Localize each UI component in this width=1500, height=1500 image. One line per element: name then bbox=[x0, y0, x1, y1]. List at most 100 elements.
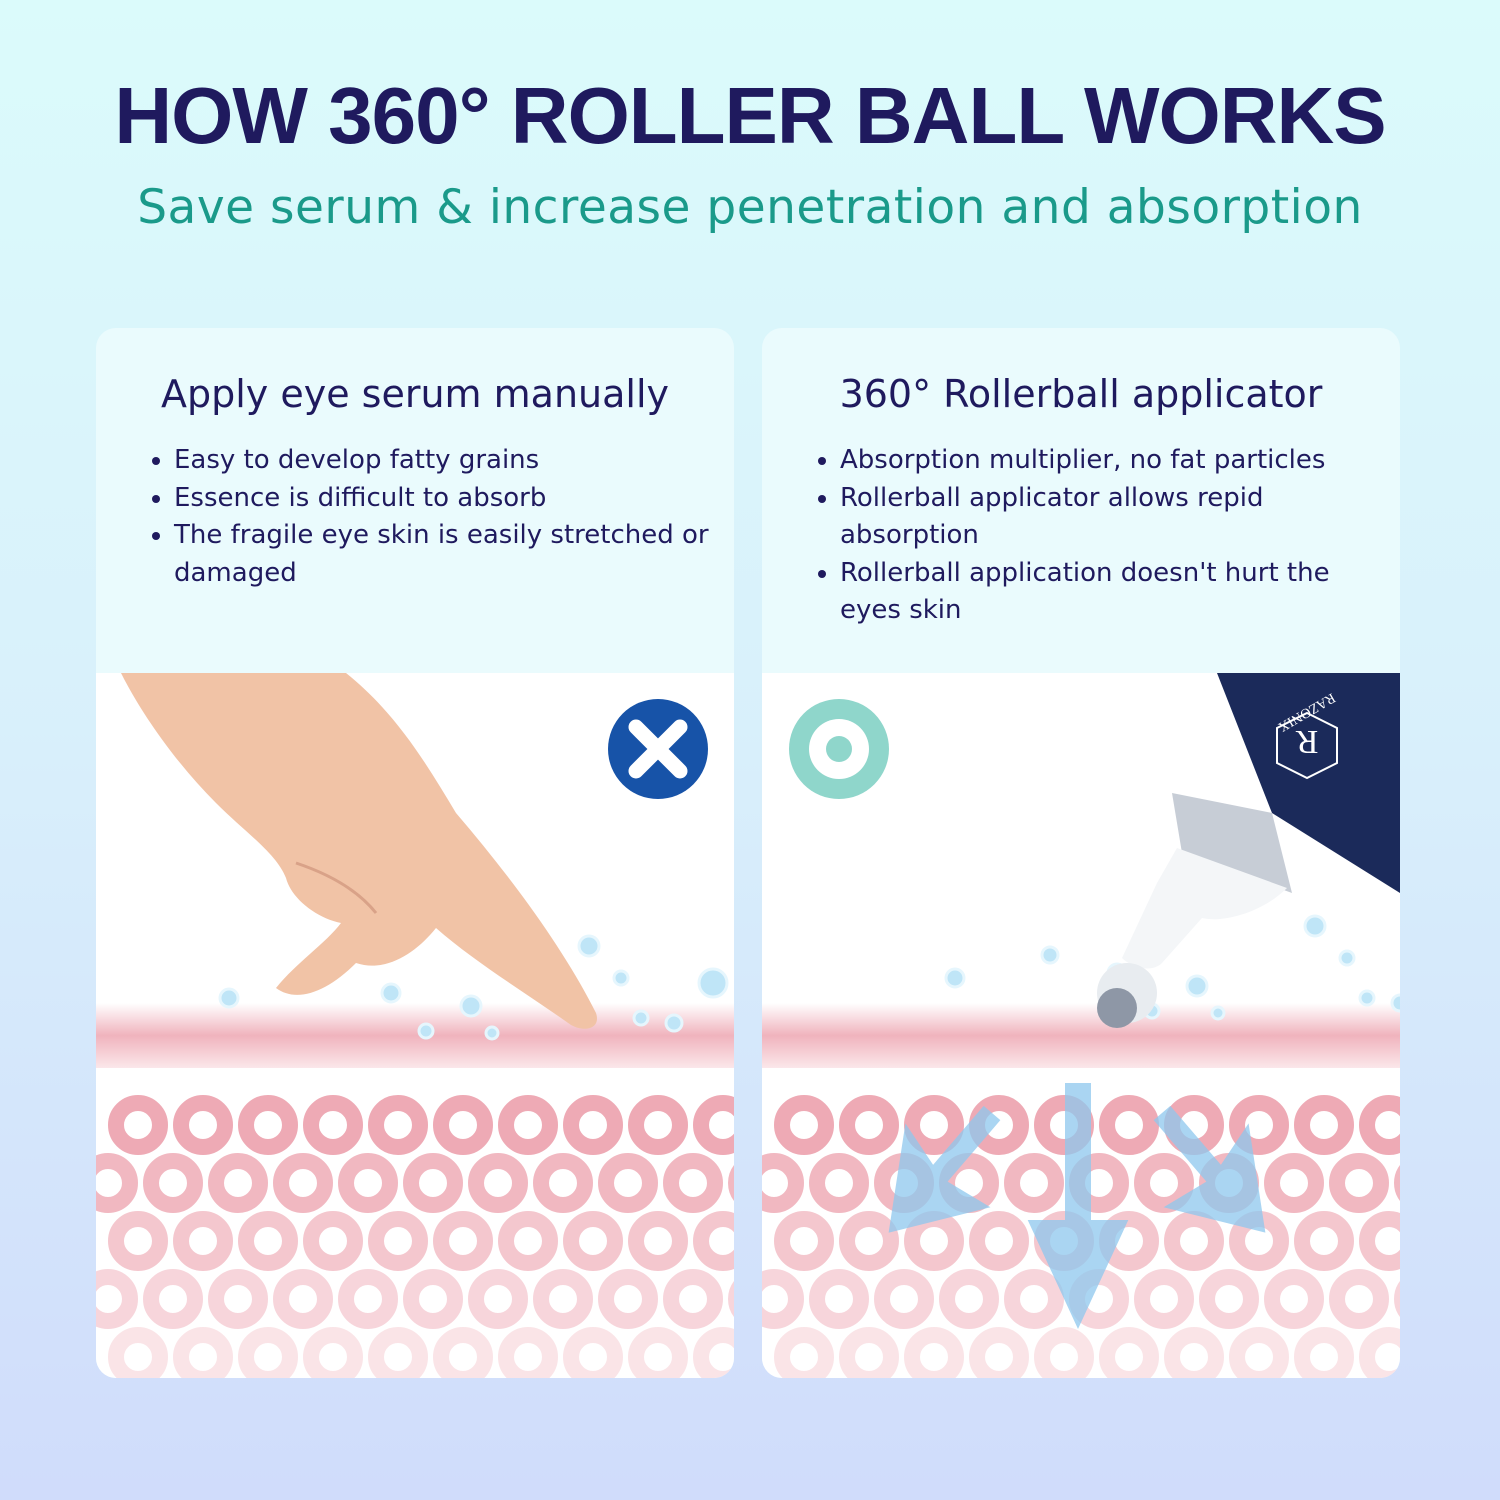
bullet-item: Rollerball applicator allows repid absor… bbox=[840, 480, 1380, 555]
skin-cell bbox=[563, 1327, 623, 1378]
serum-bubble bbox=[1106, 962, 1128, 984]
skin-cell bbox=[939, 1153, 999, 1213]
skin-cell bbox=[1199, 1269, 1259, 1329]
skin-cell bbox=[809, 1269, 869, 1329]
finger-skin-illustration bbox=[96, 673, 734, 1378]
skin-cell bbox=[403, 1269, 463, 1329]
skin-cell bbox=[874, 1153, 934, 1213]
skin-cell bbox=[1359, 1327, 1400, 1378]
serum-bubble bbox=[1303, 914, 1327, 938]
skin-cell bbox=[1264, 1269, 1324, 1329]
skin-cell bbox=[368, 1327, 428, 1378]
panel-heading: 360° Rollerball applicator bbox=[839, 372, 1323, 416]
skin-cell bbox=[173, 1095, 233, 1155]
skin-cell bbox=[939, 1269, 999, 1329]
skin-cell bbox=[628, 1211, 688, 1271]
skin-cell bbox=[1069, 1269, 1129, 1329]
skin-cell bbox=[368, 1211, 428, 1271]
skin-cell bbox=[143, 1153, 203, 1213]
skin-cell bbox=[1099, 1211, 1159, 1271]
bullet-item: Absorption multiplier, no fat particles bbox=[840, 442, 1380, 480]
skin-cell bbox=[1164, 1211, 1224, 1271]
skin-cell bbox=[108, 1095, 168, 1155]
skin-cell bbox=[774, 1211, 834, 1271]
panel-heading: Apply eye serum manually bbox=[160, 372, 670, 416]
skin-cell bbox=[1359, 1095, 1400, 1155]
skin-cell bbox=[1034, 1095, 1094, 1155]
skin-cell bbox=[1164, 1095, 1224, 1155]
skin-cell bbox=[238, 1095, 298, 1155]
skin-cell bbox=[628, 1327, 688, 1378]
skin-cell bbox=[433, 1211, 493, 1271]
bullet-item: Essence is difficult to absorb bbox=[174, 480, 714, 518]
skin-cell bbox=[303, 1211, 363, 1271]
skin-cell bbox=[108, 1211, 168, 1271]
skin-cell bbox=[468, 1269, 528, 1329]
skin-cell bbox=[143, 1269, 203, 1329]
skin-cell bbox=[1329, 1269, 1389, 1329]
skin-cell bbox=[969, 1211, 1029, 1271]
skin-cell bbox=[774, 1095, 834, 1155]
skin-cell bbox=[774, 1327, 834, 1378]
serum-bubble bbox=[1210, 1005, 1226, 1021]
skin-cell bbox=[303, 1327, 363, 1378]
skin-cell bbox=[1294, 1327, 1354, 1378]
skin-cell bbox=[173, 1327, 233, 1378]
skin-cell bbox=[762, 1153, 804, 1213]
serum-bubble bbox=[944, 967, 966, 989]
skin-cell bbox=[338, 1269, 398, 1329]
serum-bubble bbox=[612, 969, 630, 987]
skin-cell bbox=[238, 1211, 298, 1271]
skin-cell bbox=[1229, 1211, 1289, 1271]
serum-bubble bbox=[1185, 974, 1209, 998]
skin-cell bbox=[498, 1211, 558, 1271]
serum-bubble bbox=[380, 982, 402, 1004]
serum-bubble bbox=[1390, 993, 1400, 1013]
skin-cell bbox=[762, 1269, 804, 1329]
skin-cell bbox=[1164, 1327, 1224, 1378]
skin-cell bbox=[238, 1327, 298, 1378]
skin-layers bbox=[762, 914, 1400, 1378]
skin-cell bbox=[1034, 1211, 1094, 1271]
skin-cell bbox=[368, 1095, 428, 1155]
skin-cell bbox=[663, 1269, 723, 1329]
skin-cell bbox=[904, 1327, 964, 1378]
skin-cell bbox=[1134, 1269, 1194, 1329]
skin-cell bbox=[1099, 1327, 1159, 1378]
skin-cell bbox=[663, 1153, 723, 1213]
serum-bubble bbox=[1040, 945, 1060, 965]
bullet-list: Absorption multiplier, no fat particles … bbox=[812, 442, 1380, 630]
skin-cell bbox=[533, 1269, 593, 1329]
skin-cell bbox=[108, 1327, 168, 1378]
skin-cell bbox=[173, 1211, 233, 1271]
skin-cell bbox=[904, 1211, 964, 1271]
skin-cell bbox=[1329, 1153, 1389, 1213]
skin-cell bbox=[1229, 1095, 1289, 1155]
skin-cell bbox=[433, 1327, 493, 1378]
skin-cell bbox=[273, 1153, 333, 1213]
skin-cell bbox=[969, 1095, 1029, 1155]
serum-bubble bbox=[1143, 1002, 1161, 1020]
skin-cell bbox=[1134, 1153, 1194, 1213]
skin-cell bbox=[273, 1269, 333, 1329]
serum-bubble bbox=[664, 1013, 684, 1033]
skin-cell bbox=[1294, 1211, 1354, 1271]
skin-cell bbox=[598, 1153, 658, 1213]
rollerball-skin-illustration: R RAZONIX bbox=[762, 673, 1400, 1378]
skin-cell bbox=[839, 1327, 899, 1378]
skin-cell bbox=[809, 1153, 869, 1213]
skin-cell bbox=[693, 1211, 734, 1271]
serum-bubble bbox=[314, 965, 334, 985]
serum-bubble bbox=[577, 934, 601, 958]
skin-cell bbox=[403, 1153, 463, 1213]
skin-cell bbox=[303, 1095, 363, 1155]
bullet-item: The fragile eye skin is easily stretched… bbox=[174, 517, 714, 592]
skin-cell bbox=[1199, 1153, 1259, 1213]
skin-cell bbox=[498, 1095, 558, 1155]
serum-bubble bbox=[1338, 949, 1356, 967]
skin-cell bbox=[498, 1327, 558, 1378]
skin-cell bbox=[96, 1269, 138, 1329]
bullet-item: Easy to develop fatty grains bbox=[174, 442, 714, 480]
skin-cell bbox=[1294, 1095, 1354, 1155]
skin-cell bbox=[338, 1153, 398, 1213]
